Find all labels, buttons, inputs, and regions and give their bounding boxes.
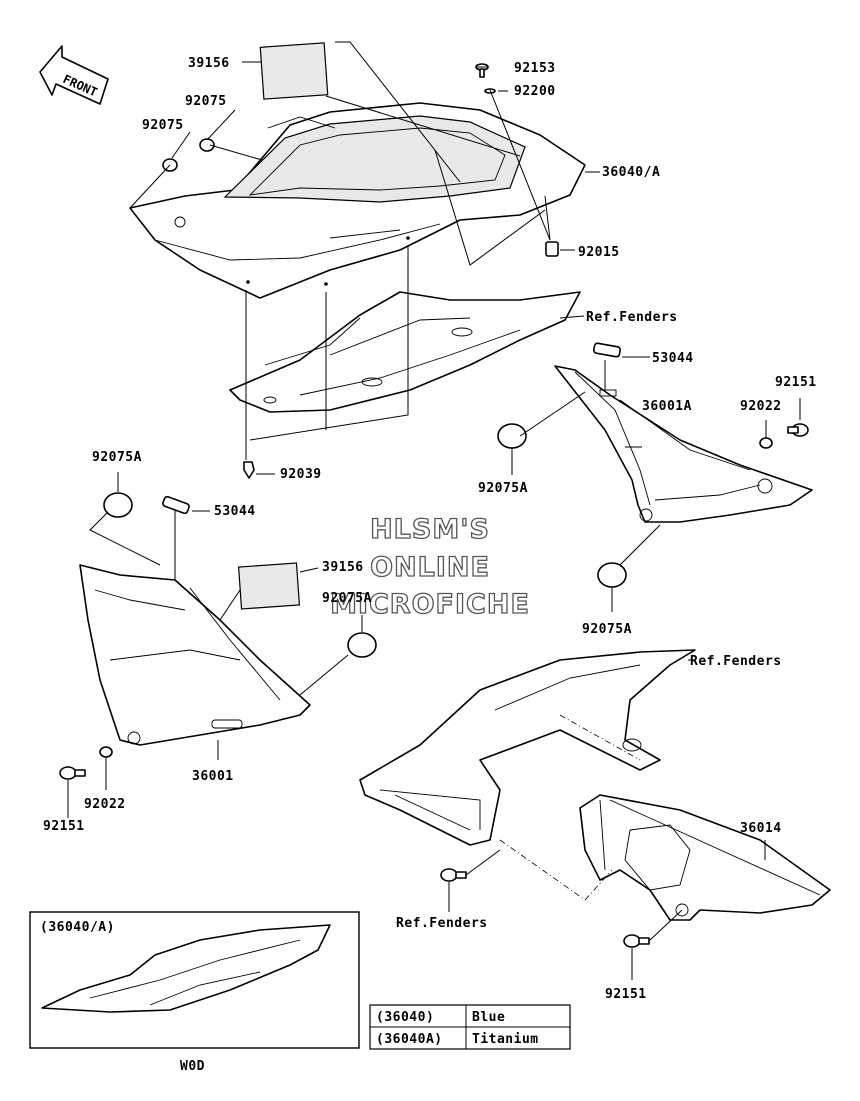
- center-line-2: [559, 714, 641, 761]
- watermark: HLSM'S ONLINE MICROFICHE: [329, 513, 530, 620]
- callout-36001: 36001: [192, 769, 234, 784]
- callout-53044-left: 53044: [214, 504, 256, 519]
- watermark-line-1: HLSM'S: [370, 514, 490, 545]
- callout-92022-right: 92022: [740, 399, 782, 414]
- variant-row-1-color: Blue: [472, 1010, 505, 1025]
- bolt-92151-bot-icon: [623, 934, 650, 948]
- seat-cowl-part: [129, 102, 586, 299]
- callout-ref-fenders-2: Ref.Fenders: [690, 654, 782, 669]
- callout-92075A-right-bot: 92075A: [582, 622, 632, 637]
- callout-39156-top: 39156: [188, 56, 230, 71]
- callout-ref-fenders-1: Ref.Fenders: [586, 310, 678, 325]
- callout-92075A-mid: 92075A: [322, 591, 372, 606]
- pin-53044-right-icon: [593, 342, 621, 358]
- callout-92200: 92200: [514, 84, 556, 99]
- callout-92039: 92039: [280, 467, 322, 482]
- callout-92151-right: 92151: [775, 375, 817, 390]
- callout-39156-mid: 39156: [322, 560, 364, 575]
- rear-fender-part: [359, 649, 696, 846]
- callout-92075-b: 92075: [142, 118, 184, 133]
- side-cover-left-part: [79, 564, 311, 746]
- grommet-92075A-right-top-icon: [497, 423, 527, 449]
- callout-92015: 92015: [578, 245, 620, 260]
- callout-92075A-right-top: 92075A: [478, 481, 528, 496]
- variant-table: (36040) Blue (36040A) Titanium: [369, 1004, 571, 1050]
- inset-caption: W0D: [180, 1059, 205, 1074]
- bolt-92153-icon: [475, 63, 489, 78]
- washer-92022-right-icon: [759, 437, 773, 449]
- callout-92075A-left: 92075A: [92, 450, 142, 465]
- inset-label: (36040/A): [40, 920, 115, 935]
- bolt-fender-icon: [440, 868, 467, 882]
- leader-lines: [67, 41, 801, 980]
- grommet-92075A-mid-icon: [347, 632, 377, 658]
- watermark-line-3: MICROFICHE: [330, 589, 530, 620]
- callout-ref-fenders-3: Ref.Fenders: [396, 916, 488, 931]
- inset-variant-view: (36040/A) W0D: [29, 911, 360, 1074]
- bolt-92151-right-icon: [787, 423, 809, 437]
- washer-92022-left-icon: [99, 746, 113, 758]
- bolt-92151-left-icon: [59, 766, 86, 780]
- sticker-39156-mid: [237, 562, 301, 610]
- callout-92022-left: 92022: [84, 797, 126, 812]
- side-cover-right-part: [554, 365, 813, 523]
- callout-36014: 36014: [740, 821, 782, 836]
- rivet-92039-icon: [243, 461, 255, 479]
- sticker-39156-top: [259, 42, 329, 100]
- grommet-92075A-left-icon: [103, 492, 133, 518]
- variant-row-2-color: Titanium: [472, 1032, 539, 1047]
- collar-92015-icon: [545, 241, 559, 257]
- callout-92075-a: 92075: [185, 94, 227, 109]
- callout-labels: 39156 92075 92075 92153 92200 36040/A 92…: [43, 56, 817, 1002]
- callout-92153: 92153: [514, 61, 556, 76]
- fender-tray-part: [229, 291, 581, 413]
- variant-row-1-code: (36040): [376, 1010, 434, 1025]
- watermark-line-2: ONLINE: [370, 552, 490, 583]
- pin-53044-left-icon: [162, 495, 190, 515]
- callout-92151-bot: 92151: [605, 987, 647, 1002]
- callout-36040: 36040/A: [602, 165, 660, 180]
- grommet-92075-icon: [162, 138, 215, 172]
- variant-row-2-code: (36040A): [376, 1032, 443, 1047]
- callout-36001A: 36001A: [642, 399, 692, 414]
- callout-53044-right: 53044: [652, 351, 694, 366]
- grommet-92075A-right-bot-icon: [597, 562, 627, 588]
- front-arrow-icon: FRONT: [39, 45, 109, 105]
- callout-92151-left: 92151: [43, 819, 85, 834]
- center-line-1: [499, 839, 613, 901]
- chain-guard-part: [579, 794, 831, 921]
